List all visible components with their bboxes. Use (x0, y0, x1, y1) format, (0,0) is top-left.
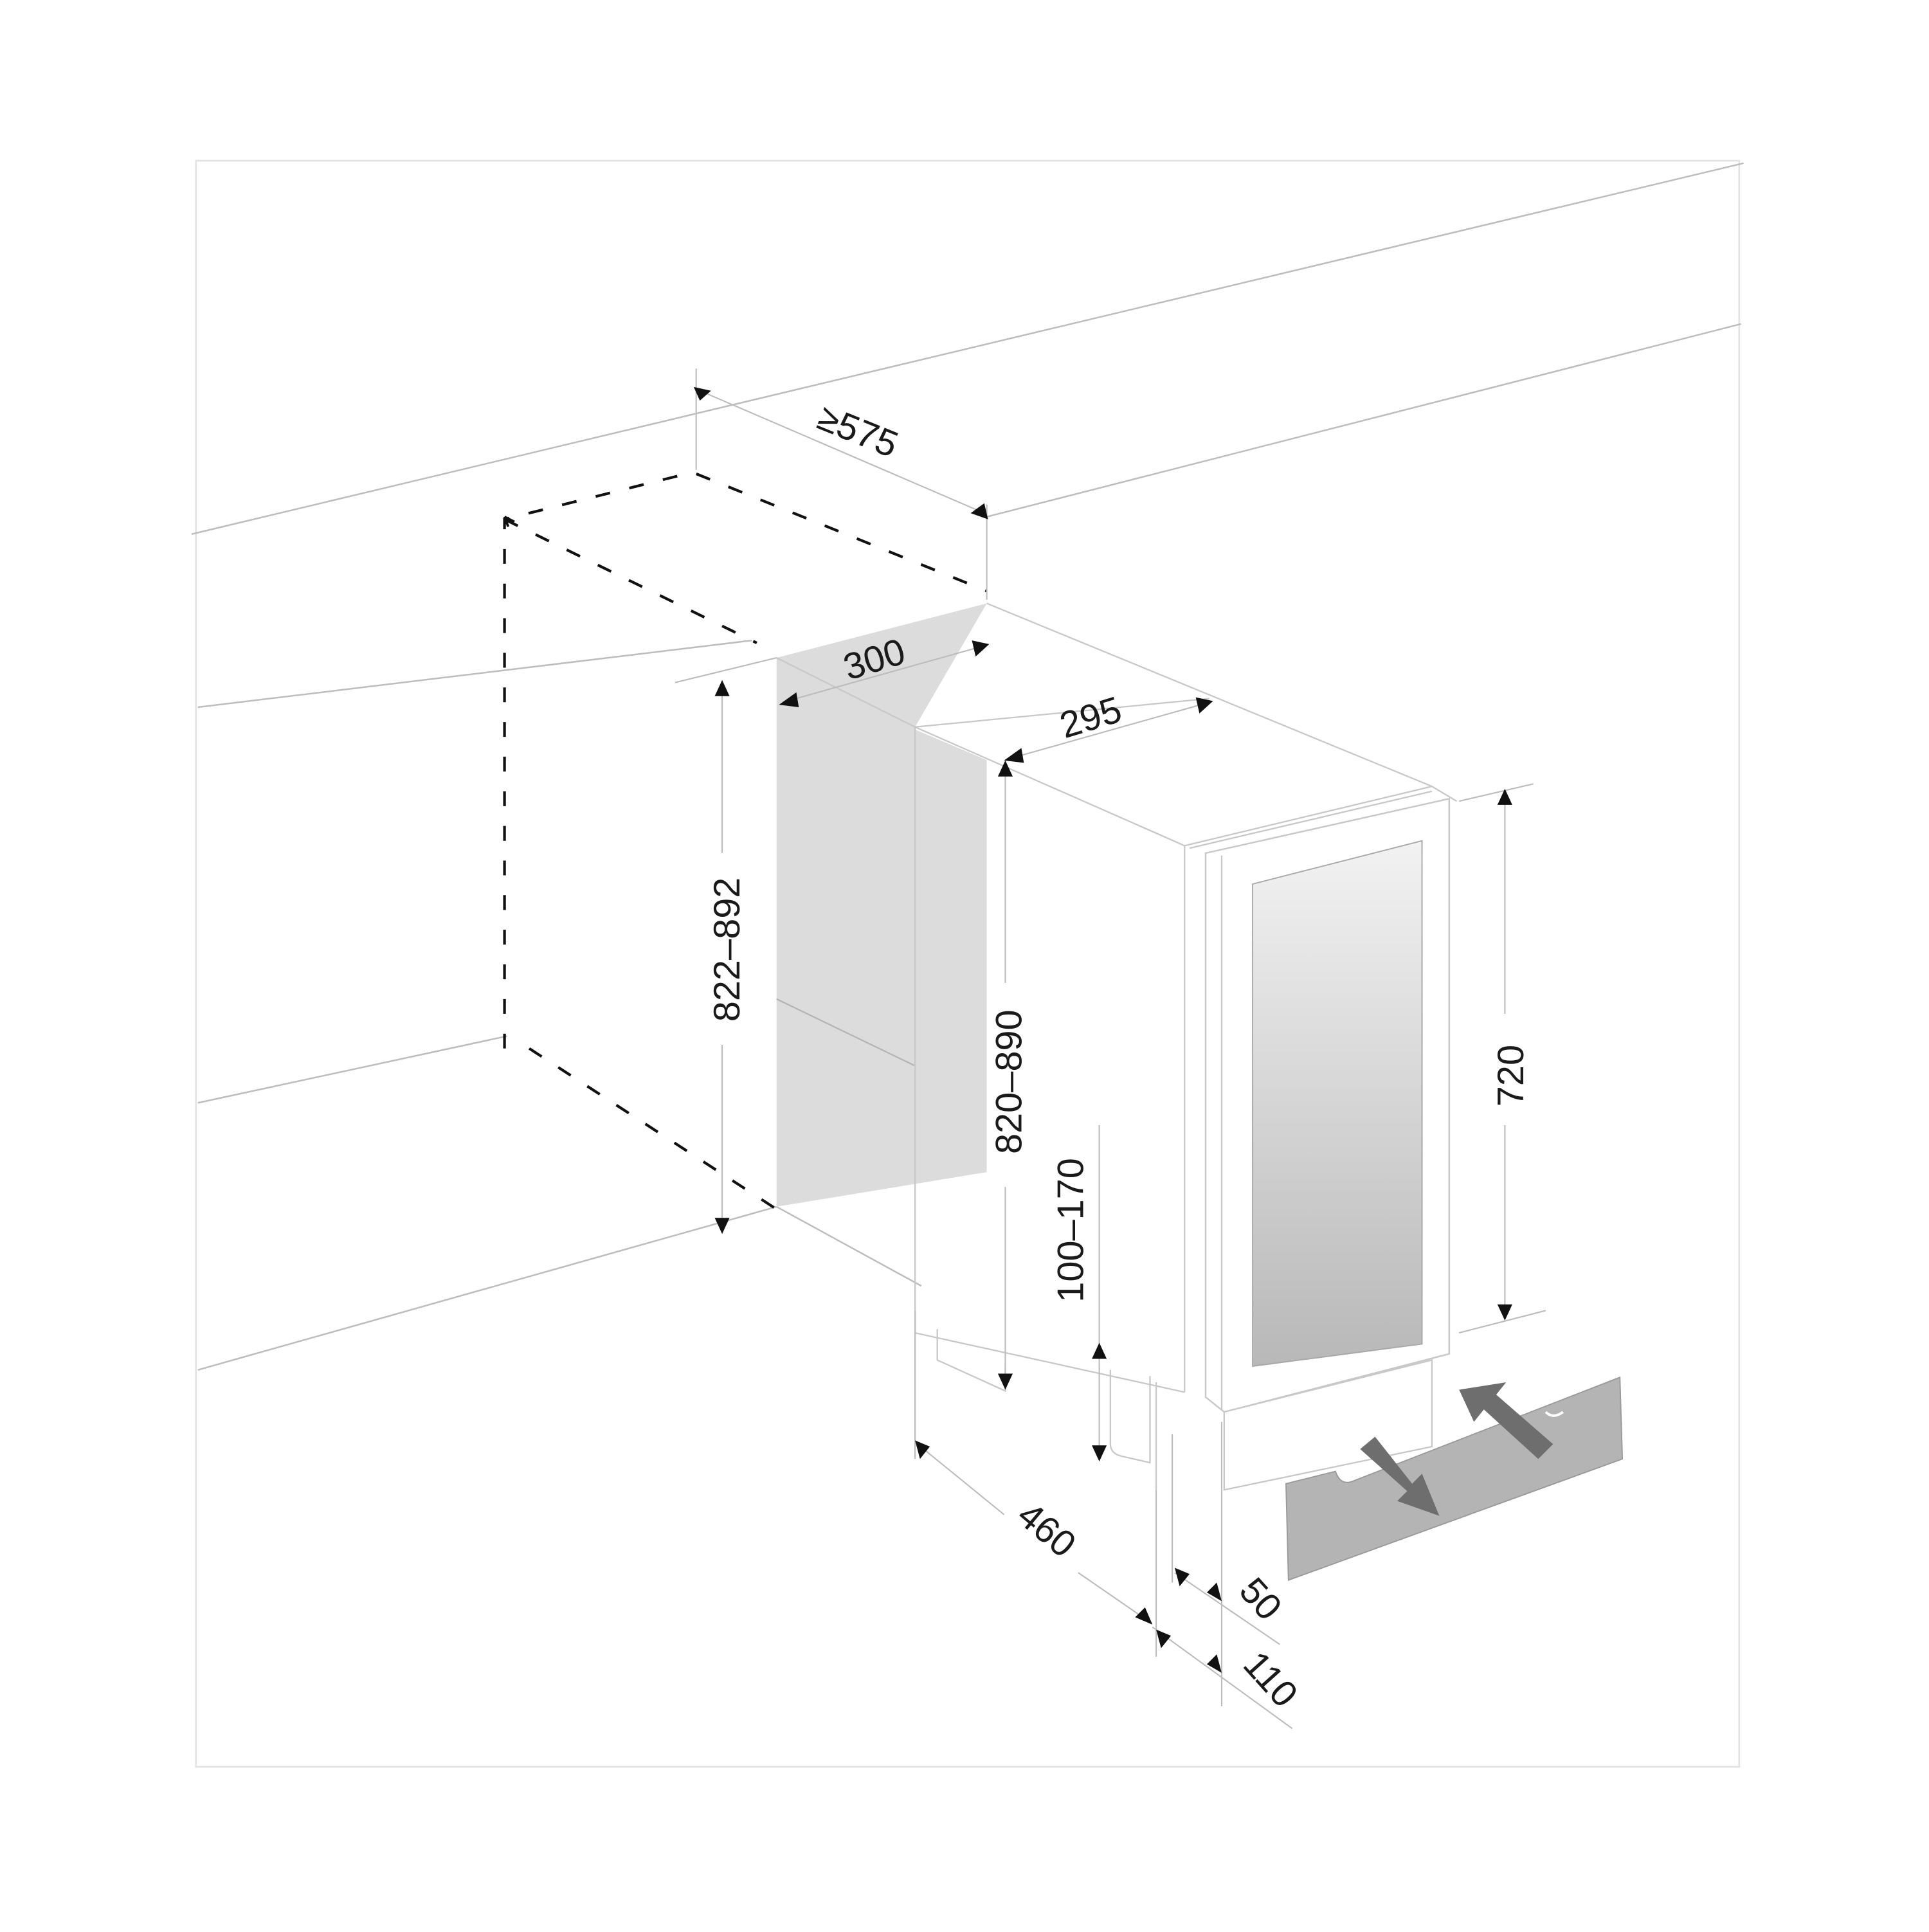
appliance-door (1189, 790, 1451, 1491)
dim-label-niche-depth: ≥575 (812, 397, 904, 465)
niche-side-panel (776, 603, 987, 1207)
dim-label-plinth-offset: 110 (1235, 1644, 1305, 1715)
arrow-icon (1135, 1607, 1153, 1625)
dim-plinth-height: 100–170 (1051, 1125, 1107, 1462)
plinth-board (1285, 1376, 1624, 1582)
drawing-frame (195, 159, 1741, 1768)
arrow-icon (1206, 1654, 1222, 1673)
arrow-icon (1497, 788, 1512, 805)
arrow-icon (915, 1440, 930, 1459)
arrow-icon (1206, 1582, 1222, 1602)
arrow-icon (970, 503, 988, 519)
counter-front-left-line (197, 639, 752, 709)
arrow-icon (997, 1373, 1013, 1390)
appliance-body (776, 602, 1460, 1490)
dim-label-plinth-recess: 50 (1231, 1570, 1290, 1629)
appliance-rear-foot (936, 1329, 1006, 1393)
counter-lines (191, 162, 1744, 1371)
niche-top-dashed (503, 518, 757, 644)
niche-outline-dashed (503, 471, 988, 1211)
floor-back-line (197, 1035, 507, 1104)
appliance-top-left-edge (776, 657, 916, 728)
side-panel-shape (776, 603, 987, 1207)
arrow-icon (1174, 1567, 1190, 1587)
arrow-icon (1497, 1304, 1512, 1321)
floor-front-line (197, 1205, 777, 1371)
plinth-notch (1544, 1411, 1564, 1417)
dim-label-plinth-height: 100–170 (1051, 1158, 1092, 1303)
arrow-icon (693, 386, 711, 401)
niche-corner-icon (503, 516, 515, 527)
arrow-icon (972, 640, 990, 657)
counter-front-right-line (986, 323, 1742, 518)
appliance-top-front-edge (914, 698, 1209, 728)
arrow-in-icon (1459, 1382, 1553, 1459)
dim-label-appliance-depth: 460 (1010, 1494, 1083, 1566)
dim-label-door-height: 720 (1490, 1045, 1532, 1106)
appliance-corner (1431, 786, 1457, 802)
door-glass-panel (1252, 840, 1423, 1368)
appliance-top-right-edge (986, 602, 1433, 788)
niche-bottom-dashed (528, 1047, 777, 1211)
arrow-icon (1092, 1342, 1107, 1359)
side-panel-seam (776, 998, 916, 1067)
appliance-front-top-edge (1184, 785, 1433, 847)
arrow-icon (1156, 1629, 1172, 1648)
dim-label-appliance-height: 820–890 (988, 1009, 1029, 1154)
arrow-icon (714, 680, 730, 696)
dim-appliance-depth: 460 (914, 1310, 1153, 1625)
niche-back-dashed (503, 471, 988, 1049)
plinth-slide-arrows (1360, 1382, 1553, 1516)
appliance-top-side-edge (914, 726, 1185, 847)
dim-appliance-height: 820–890 (988, 760, 1029, 1390)
dim-door-height: 720 (1458, 783, 1546, 1334)
arrow-icon (1195, 697, 1213, 714)
plinth-shape (1285, 1376, 1624, 1582)
arrow-icon (1092, 1445, 1107, 1462)
arrow-icon (1004, 748, 1024, 763)
floor-niche-line (776, 1205, 922, 1287)
dim-niche-height: 822–892 (675, 657, 777, 1234)
arrow-icon (997, 760, 1013, 777)
dim-label-niche-height: 822–892 (707, 878, 748, 1022)
arrow-icon (714, 1218, 730, 1234)
appliance-front-foot (1109, 1369, 1151, 1464)
counter-top-back-line (191, 162, 1744, 535)
appliance-bottom-edge (914, 1332, 1185, 1393)
door-top-lip (1189, 790, 1433, 849)
arrow-icon (779, 692, 799, 707)
arrow-out-icon (1360, 1436, 1440, 1516)
